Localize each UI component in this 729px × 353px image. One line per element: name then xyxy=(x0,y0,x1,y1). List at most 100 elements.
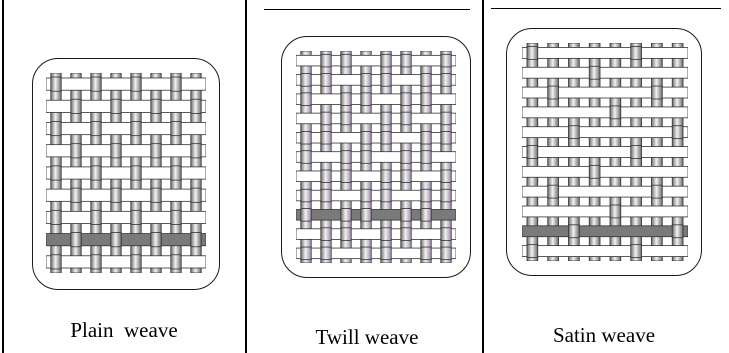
twill-weave-caption: Twill weave xyxy=(247,325,487,350)
warp-float xyxy=(131,255,141,269)
warp-float xyxy=(151,233,161,247)
weft-yarn xyxy=(46,234,206,246)
warp-float xyxy=(341,170,351,183)
warp-float xyxy=(421,151,431,164)
warp-float xyxy=(51,121,61,135)
weft-yarn xyxy=(296,75,456,86)
warp-float xyxy=(631,46,642,59)
warp-float xyxy=(91,166,101,180)
warp-float xyxy=(341,151,351,164)
weft-yarn xyxy=(296,132,456,143)
warp-float xyxy=(548,86,559,99)
weft-yarn xyxy=(522,246,688,257)
warp-float xyxy=(301,151,311,164)
cell-twill-weave: Twill weave xyxy=(247,0,482,353)
weft-yarn xyxy=(296,190,456,201)
plain-weave-caption: Plain weave xyxy=(4,318,244,343)
warp-float xyxy=(381,112,391,125)
warp-float xyxy=(441,247,451,260)
warp-float xyxy=(301,93,311,106)
satin-weave-diagram xyxy=(522,43,688,261)
warp-float xyxy=(381,247,391,260)
satin-weave-caption: Satin weave xyxy=(484,323,724,348)
warp-float xyxy=(568,225,579,238)
warp-float xyxy=(301,74,311,87)
weft-yarn xyxy=(522,206,688,217)
warp-float xyxy=(191,144,201,158)
warp-float xyxy=(151,188,161,202)
warp-float xyxy=(171,255,181,269)
weft-yarn xyxy=(522,67,688,78)
warp-float xyxy=(568,126,579,139)
warp-float xyxy=(401,93,411,106)
warp-float xyxy=(51,210,61,224)
warp-float xyxy=(548,185,559,198)
warp-float xyxy=(441,228,451,241)
weft-yarn xyxy=(522,107,688,118)
weft-yarn xyxy=(46,256,206,268)
warp-float xyxy=(71,99,81,113)
warp-float xyxy=(401,170,411,183)
warp-float xyxy=(111,144,121,158)
warp-float xyxy=(421,189,431,202)
warp-float xyxy=(111,188,121,202)
warp-float xyxy=(321,54,331,67)
warp-float xyxy=(301,189,311,202)
plain-weave-diagram xyxy=(46,73,206,273)
warp-float xyxy=(527,46,538,59)
warp-float xyxy=(361,131,371,144)
warp-float xyxy=(341,54,351,67)
warp-float xyxy=(321,74,331,87)
weft-yarn xyxy=(296,113,456,124)
weft-yarn xyxy=(522,166,688,177)
plain-weave-panel xyxy=(32,58,220,290)
warp-float xyxy=(381,131,391,144)
warp-float xyxy=(441,54,451,67)
weft-yarn xyxy=(296,248,456,259)
weft-yarn xyxy=(46,211,206,223)
warp-float xyxy=(631,245,642,258)
warp-float xyxy=(301,131,311,144)
weft-yarn xyxy=(296,210,456,221)
warp-float xyxy=(381,74,391,87)
warp-float xyxy=(421,209,431,222)
weft-yarn xyxy=(296,229,456,240)
weft-yarn xyxy=(296,152,456,163)
warp-float xyxy=(527,146,538,159)
warp-float xyxy=(131,121,141,135)
warp-float xyxy=(341,93,351,106)
warp-float xyxy=(421,74,431,87)
warp-float xyxy=(131,210,141,224)
warp-float xyxy=(51,77,61,91)
weft-yarn xyxy=(296,94,456,105)
warp-float xyxy=(71,188,81,202)
warp-float xyxy=(610,205,621,218)
warp-float xyxy=(171,121,181,135)
warp-float xyxy=(651,86,662,99)
warp-float xyxy=(321,131,331,144)
warp-float xyxy=(51,166,61,180)
warp-float xyxy=(71,233,81,247)
warp-float xyxy=(441,170,451,183)
cell-satin-weave: Satin weave xyxy=(484,0,725,353)
satin-weave-panel xyxy=(506,28,702,276)
twill-weave-panel xyxy=(281,36,471,278)
warp-float xyxy=(131,166,141,180)
warp-float xyxy=(441,74,451,87)
warp-float xyxy=(401,209,411,222)
warp-float xyxy=(441,131,451,144)
warp-float xyxy=(672,225,683,238)
warp-float xyxy=(361,247,371,260)
weft-yarn xyxy=(46,100,206,112)
weft-yarn xyxy=(46,122,206,134)
warp-float xyxy=(191,188,201,202)
warp-float xyxy=(381,170,391,183)
twill-weave-diagram xyxy=(296,51,456,263)
warp-float xyxy=(321,112,331,125)
warp-float xyxy=(361,74,371,87)
warp-float xyxy=(672,126,683,139)
warp-float xyxy=(151,144,161,158)
warp-float xyxy=(111,99,121,113)
warp-float xyxy=(361,209,371,222)
